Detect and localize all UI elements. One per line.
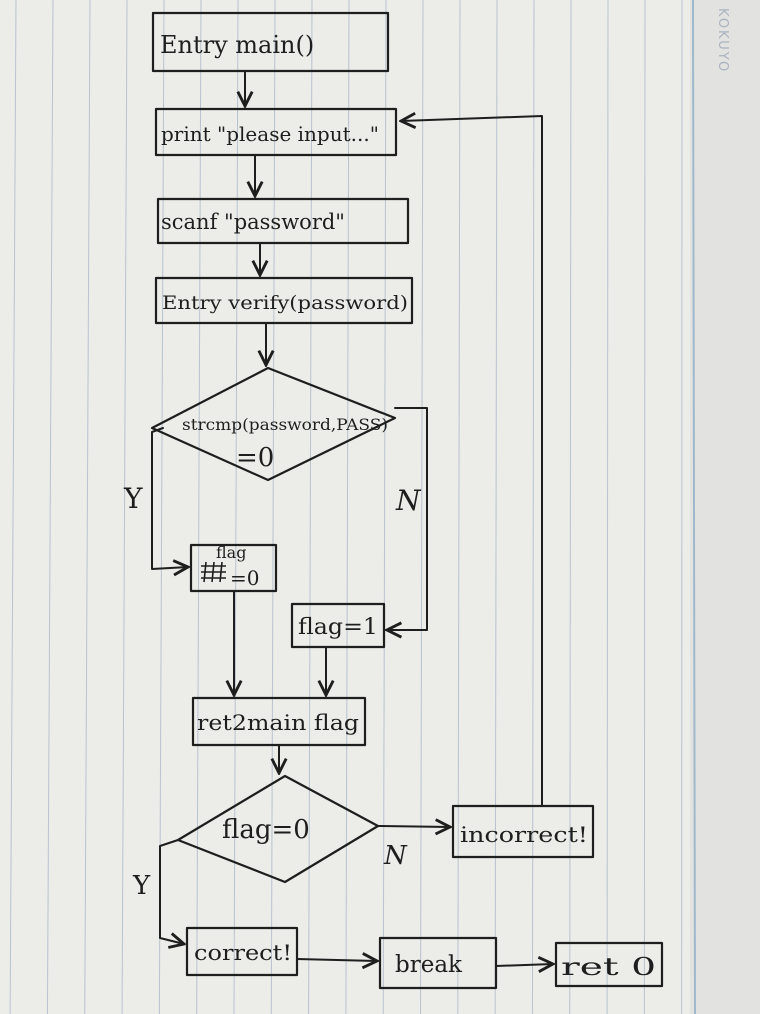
- edge-break-to-ret0: [495, 964, 553, 966]
- flag-zero-label-value: =0: [230, 566, 259, 590]
- flag-one-label: flag=1: [298, 615, 378, 640]
- strcmp-decision-diamond: [150, 366, 397, 482]
- rule-line-12: [457, 0, 461, 1014]
- brand-label: KOKUYO: [715, 8, 730, 73]
- margin-line: [692, 0, 696, 1014]
- entry-main-label: Entry main(): [160, 31, 314, 59]
- edge-strcmp-no: [387, 407, 428, 630]
- incorrect-label: incorrect!: [460, 823, 588, 847]
- entry-main-box: [151, 11, 390, 73]
- rule-line-10: [382, 0, 387, 1014]
- break-box: [378, 936, 498, 990]
- flag-decision-label: flag=0: [222, 815, 310, 845]
- rule-line-16: [606, 0, 609, 1014]
- flag-yes-label: Y: [132, 871, 151, 901]
- rule-line-6: [233, 0, 239, 1014]
- entry-verify-box: [154, 276, 414, 325]
- print-prompt-box: [154, 107, 398, 157]
- scanf-password-label: scanf "password": [161, 210, 345, 234]
- entry-verify-label: Entry verify(password): [162, 292, 408, 314]
- edge-strcmp-yes: [151, 427, 188, 569]
- edge-decision-no: [377, 826, 450, 827]
- scanf-password-box: [156, 197, 410, 245]
- rule-line-5: [196, 0, 202, 1014]
- incorrect-box: [451, 804, 595, 859]
- rule-line-1: [46, 0, 54, 1014]
- correct-box: [185, 926, 299, 977]
- ret0-label: ret 0: [561, 953, 656, 981]
- rule-line-11: [420, 0, 424, 1014]
- rule-line-13: [494, 0, 498, 1014]
- rule-line-3: [121, 0, 128, 1014]
- edge-decision-yes: [159, 839, 184, 944]
- flag-no-label: N: [383, 841, 408, 871]
- strcmp-label-line1: strcmp(password,PASS): [182, 415, 388, 434]
- correct-label: correct!: [194, 941, 292, 965]
- strcmp-no-label: N: [395, 484, 422, 517]
- rule-line-15: [569, 0, 572, 1014]
- flag-zero-label-top: flag: [216, 543, 246, 562]
- rule-line-14: [531, 0, 535, 1014]
- strcmp-yes-label: Y: [123, 482, 143, 515]
- edge-incorrect-loop: [401, 116, 543, 807]
- print-prompt-label: print "please input...": [161, 122, 379, 146]
- paper-right-margin: [690, 0, 760, 1014]
- ret0-box: [554, 941, 664, 988]
- rule-line-8: [308, 0, 313, 1014]
- strcmp-label-line2: =0: [236, 443, 274, 473]
- ret2main-label: ret2main flag: [197, 711, 359, 735]
- rule-line-17: [643, 0, 646, 1014]
- rule-line-2: [84, 0, 91, 1014]
- rule-lines: [9, 0, 683, 1014]
- flag-one-box: [290, 602, 386, 649]
- rule-line-7: [270, 0, 276, 1014]
- edge-correct-to-break: [296, 959, 377, 961]
- scribble-mark: [201, 561, 226, 583]
- flag-decision-diamond: [176, 774, 380, 884]
- rule-line-0: [9, 0, 17, 1014]
- break-label: break: [395, 952, 463, 978]
